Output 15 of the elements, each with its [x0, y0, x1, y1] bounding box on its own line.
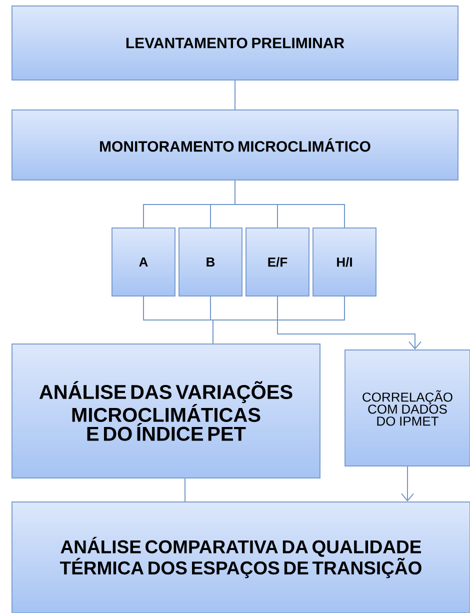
process-box: MONITORAMENTO MICROCLIMÁTICO — [12, 110, 458, 180]
site-box: B — [178, 228, 242, 296]
process-box: LEVANTAMENTO PRELIMINAR — [12, 6, 458, 80]
connector — [234, 80, 236, 110]
process-box: CORRELAÇÃO COM DADOS DO IPMET — [344, 350, 470, 466]
connector — [212, 296, 345, 344]
process-box: ANÁLISE COMPARATIVA DA QUALIDADE TÉRMICA DOS ESPAÇOS DE TRANSIÇÃO — [12, 502, 470, 613]
site-box: H/I — [312, 228, 376, 296]
site-box: A — [112, 228, 176, 296]
process-box: ANÁLISE DAS VARIAÇÕES MICROCLIMÁTICAS E DO ÍNDICE PET — [12, 344, 320, 478]
connector — [401, 466, 414, 502]
connector — [234, 180, 345, 228]
site-box: E/F — [246, 228, 310, 296]
connector — [277, 296, 422, 350]
connector — [184, 478, 186, 502]
